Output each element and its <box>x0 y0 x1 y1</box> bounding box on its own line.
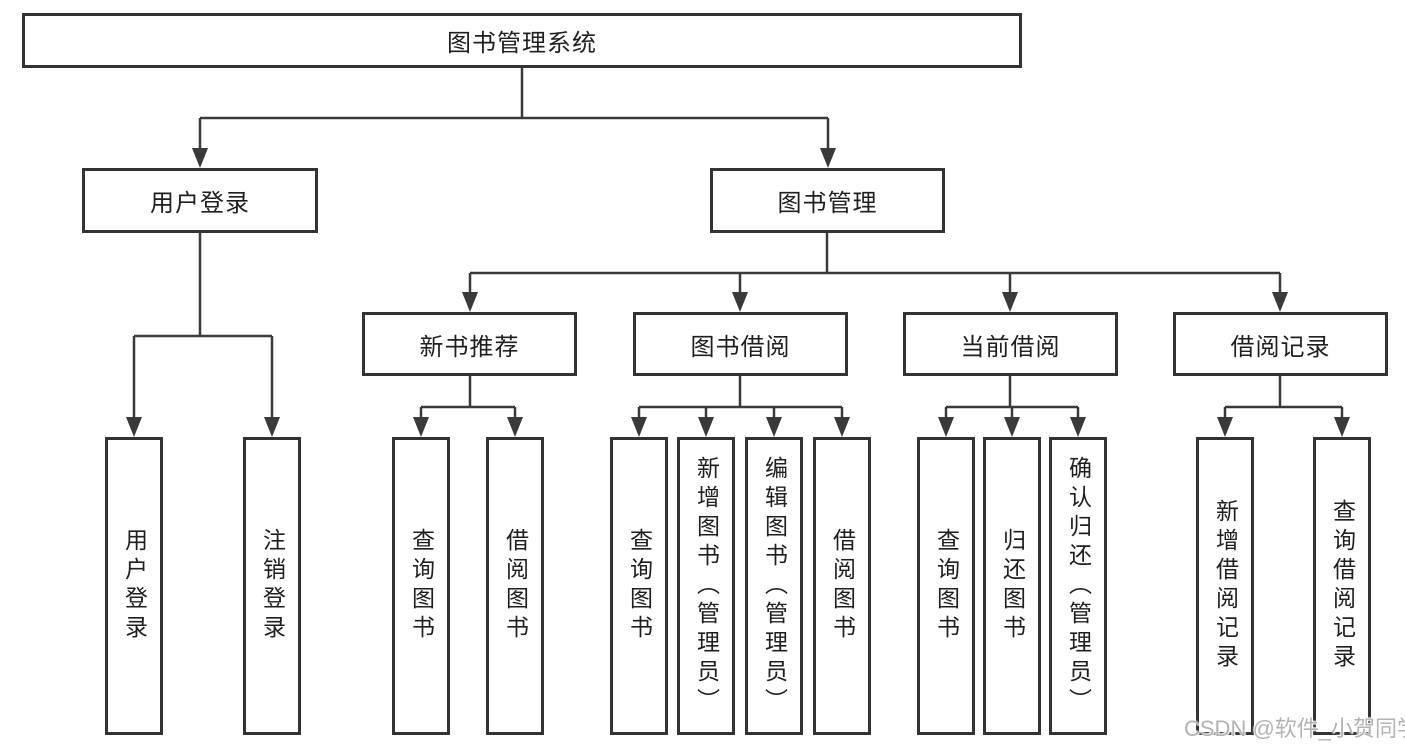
leaf-return-book: 归还图书 <box>983 437 1041 735</box>
leaf-query-books-recommend: 查询图书 <box>392 437 450 735</box>
node-book-management: 图书管理 <box>710 168 945 233</box>
node-user-login: 用户登录 <box>82 168 318 233</box>
leaf-query-borrow-record: 查询借阅记录 <box>1313 437 1371 735</box>
node-book-borrowing: 图书借阅 <box>633 312 848 376</box>
node-borrowing-records: 借阅记录 <box>1173 312 1388 376</box>
leaf-logout: 注销登录 <box>243 437 301 735</box>
arrowheads <box>126 148 1350 437</box>
leaf-query-books-borrow: 查询图书 <box>610 437 668 735</box>
node-current-borrowing: 当前借阅 <box>903 312 1118 376</box>
node-new-book-recommendation: 新书推荐 <box>362 312 577 376</box>
leaf-borrow-books-recommend: 借阅图书 <box>486 437 544 735</box>
leaf-query-books-current: 查询图书 <box>917 437 975 735</box>
leaf-add-book-admin: 新增图书（管理员） <box>677 437 735 735</box>
leaf-confirm-return-admin: 确认归还（管理员） <box>1049 437 1107 735</box>
leaf-add-borrow-record: 新增借阅记录 <box>1196 437 1254 735</box>
leaf-user-login: 用户登录 <box>105 437 163 735</box>
leaf-edit-book-admin: 编辑图书（管理员） <box>745 437 803 735</box>
csdn-watermark: CSDN @软件_小贺同学 <box>1184 716 1405 741</box>
node-library-management-system: 图书管理系统 <box>22 13 1022 68</box>
leaf-borrow-books-borrow: 借阅图书 <box>813 437 871 735</box>
